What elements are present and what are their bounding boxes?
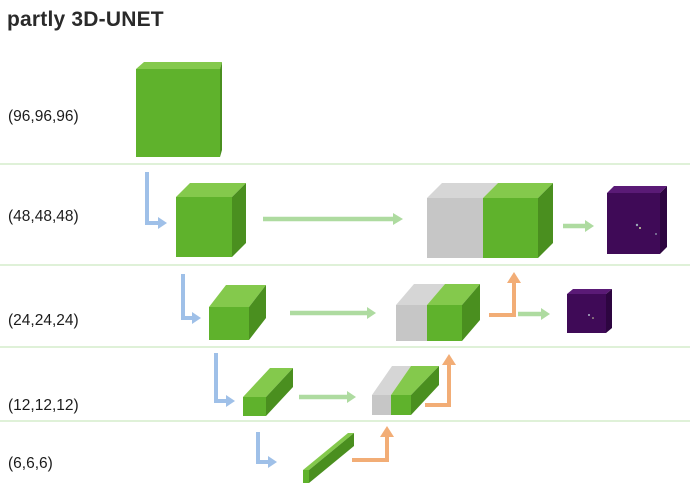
output-speck	[635, 223, 639, 227]
row-label-12: (12,12,12)	[8, 397, 79, 414]
feature-block-6	[303, 433, 354, 483]
up-arrow-icon	[425, 354, 456, 407]
down-arrow-icon	[214, 353, 235, 407]
output-speck	[639, 227, 641, 229]
concat-block-12	[372, 366, 439, 415]
concat-block-48	[427, 183, 553, 258]
row-label-48: (48,48,48)	[8, 208, 79, 225]
row-label-96: (96,96,96)	[8, 108, 79, 125]
down-arrow-icon	[256, 432, 277, 468]
feature-block-48	[176, 183, 246, 257]
concat-block-24	[396, 284, 480, 341]
output-arrow-icon	[563, 220, 594, 232]
row-label-24: (24,24,24)	[8, 312, 79, 329]
down-arrow-icon	[181, 274, 201, 324]
skip-arrow-icon	[263, 213, 403, 225]
feature-block-12	[243, 368, 293, 416]
diagram-title: partly 3D-UNET	[7, 8, 164, 31]
feature-block-96	[136, 62, 222, 157]
up-arrows	[352, 272, 521, 462]
output-arrow-icon	[518, 308, 550, 320]
output-speck	[592, 317, 594, 319]
up-arrow-icon	[489, 272, 521, 317]
skip-arrow-icon	[290, 307, 376, 319]
skip-arrow-icon	[299, 391, 356, 403]
row-label-6: (6,6,6)	[8, 455, 53, 472]
skip-arrows	[263, 213, 594, 403]
down-arrow-icon	[145, 172, 167, 229]
output-block-24	[567, 289, 612, 333]
down-arrows	[145, 172, 277, 468]
feature-block-24	[209, 285, 266, 340]
up-arrow-icon	[352, 426, 394, 462]
output-speck	[655, 233, 657, 235]
row-separators	[0, 163, 690, 422]
output-block-48	[607, 186, 667, 254]
output-speck	[588, 314, 590, 316]
